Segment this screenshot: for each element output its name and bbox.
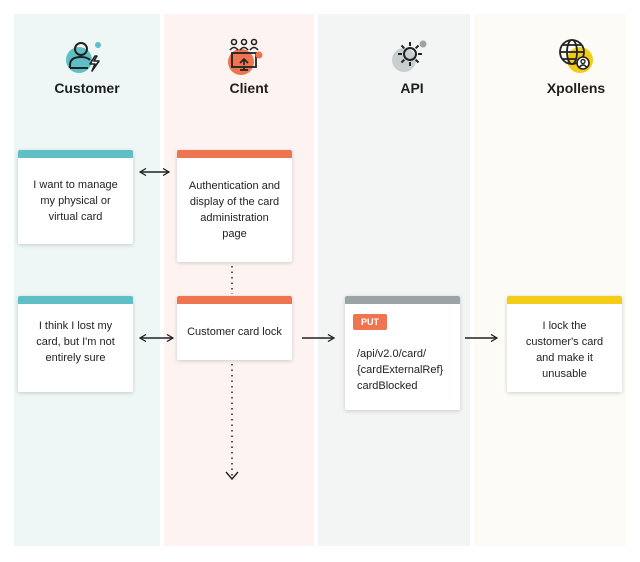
card-accent-bar	[177, 296, 292, 304]
lane-title-api: API	[400, 80, 424, 96]
card-accent-bar	[345, 296, 460, 304]
users-monitor-icon	[228, 38, 263, 75]
chevron-down-icon	[225, 471, 239, 481]
globe-user-icon	[559, 39, 593, 73]
lane-title-customer: Customer	[54, 80, 120, 96]
card-accent-bar	[507, 296, 622, 304]
card-client-lock: Customer card lock	[177, 296, 292, 360]
api-path-line: {cardExternalRef}	[357, 364, 444, 376]
gear-icon	[392, 40, 427, 72]
api-path-line: cardBlocked	[357, 380, 418, 392]
customer-icon	[66, 42, 101, 73]
card-text: I lock the customer's card and make it u…	[525, 320, 604, 380]
lane-xpollens	[474, 14, 626, 546]
card-api-put: PUT /api/v2.0/card/ {cardExternalRef} ca…	[345, 296, 460, 410]
card-customer-manage: I want to manage my physical or virtual …	[18, 150, 133, 244]
card-accent-bar	[177, 150, 292, 158]
card-xpollens-lock: I lock the customer's card and make it u…	[507, 296, 622, 392]
card-accent-bar	[18, 296, 133, 304]
lane-title-xpollens: Xpollens	[546, 80, 606, 96]
card-customer-lost: I think I lost my card, but I'm not enti…	[18, 296, 133, 392]
card-text: Authentication and display of the card a…	[188, 180, 281, 240]
card-text: Customer card lock	[187, 326, 282, 338]
card-accent-bar	[18, 150, 133, 158]
card-text: I want to manage my physical or virtual …	[33, 179, 118, 223]
lane-title-client: Client	[229, 80, 269, 96]
lane-api	[318, 14, 470, 546]
card-client-auth: Authentication and display of the card a…	[177, 150, 292, 262]
lane-client	[164, 14, 314, 546]
lane-customer	[14, 14, 160, 546]
api-endpoint-path: /api/v2.0/card/ {cardExternalRef} cardBl…	[357, 346, 443, 394]
http-method-badge: PUT	[353, 314, 387, 330]
card-text: I think I lost my card, but I'm not enti…	[36, 320, 115, 364]
api-path-line: /api/v2.0/card/	[357, 348, 427, 360]
